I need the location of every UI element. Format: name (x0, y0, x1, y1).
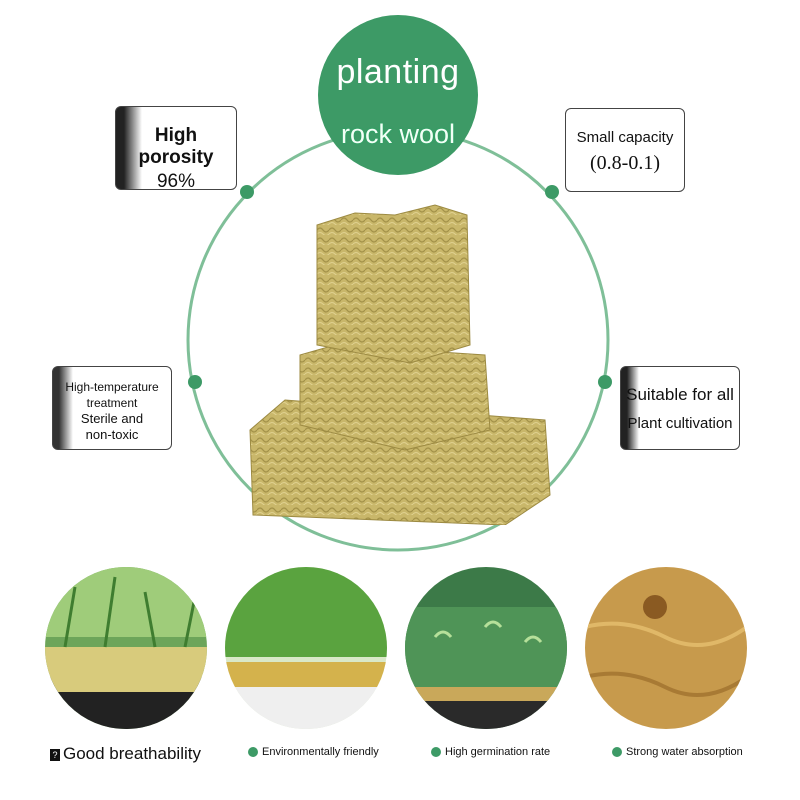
capacity-label: Small capacity (576, 129, 674, 146)
title-line-2: rock wool (340, 119, 456, 149)
photo-rock-wool-closeup (585, 567, 747, 729)
green-dot-icon (612, 747, 622, 758)
porosity-label: High porosity (138, 125, 214, 168)
green-dot-icon (431, 747, 441, 758)
question-box-icon: ? (50, 748, 60, 761)
suitable-line-1: Suitable for all (626, 385, 734, 404)
connector-dot-top-left (240, 185, 254, 199)
title-badge: planting rock wool (318, 15, 478, 175)
caption-text: Good breathability (63, 744, 201, 763)
sterile-line-1: High-temperature (65, 380, 159, 394)
caption-text: Environmentally friendly (262, 746, 379, 758)
caption-germination: High germination rate (431, 746, 550, 758)
rock-wool-cubes-image (249, 204, 551, 525)
connector-dot-top-right (545, 185, 559, 199)
porosity-value: 96% (156, 171, 196, 192)
connector-dot-right (598, 375, 612, 389)
caption-environment: Environmentally friendly (248, 746, 379, 758)
feature-suitable: Suitable for all Plant cultivation (620, 366, 740, 450)
feature-sterile: High-temperature treatment Sterile and n… (52, 366, 172, 450)
caption-text: Strong water absorption (626, 746, 743, 758)
capacity-value: (0.8-0.1) (590, 152, 660, 174)
title-line-1: planting (336, 53, 460, 91)
caption-text: High germination rate (445, 746, 551, 758)
sterile-line-4: non-toxic (85, 427, 139, 442)
photo-germinating-seedlings (405, 567, 567, 729)
connector-dot-left (188, 375, 202, 389)
feature-capacity: Small capacity (0.8-0.1) (565, 108, 685, 192)
green-dot-icon (248, 747, 258, 758)
caption-breathability: ?Good breathability (50, 744, 201, 764)
feature-porosity: High porosity 96% (115, 106, 237, 192)
sterile-line-3: Sterile and (80, 411, 144, 426)
caption-absorption: Strong water absorption (612, 746, 743, 758)
suitable-line-2: Plant cultivation (627, 415, 733, 432)
photo-plants-in-tray (225, 567, 387, 729)
photo-seedlings-in-cubes (45, 567, 207, 729)
sterile-line-2: treatment (86, 396, 138, 410)
